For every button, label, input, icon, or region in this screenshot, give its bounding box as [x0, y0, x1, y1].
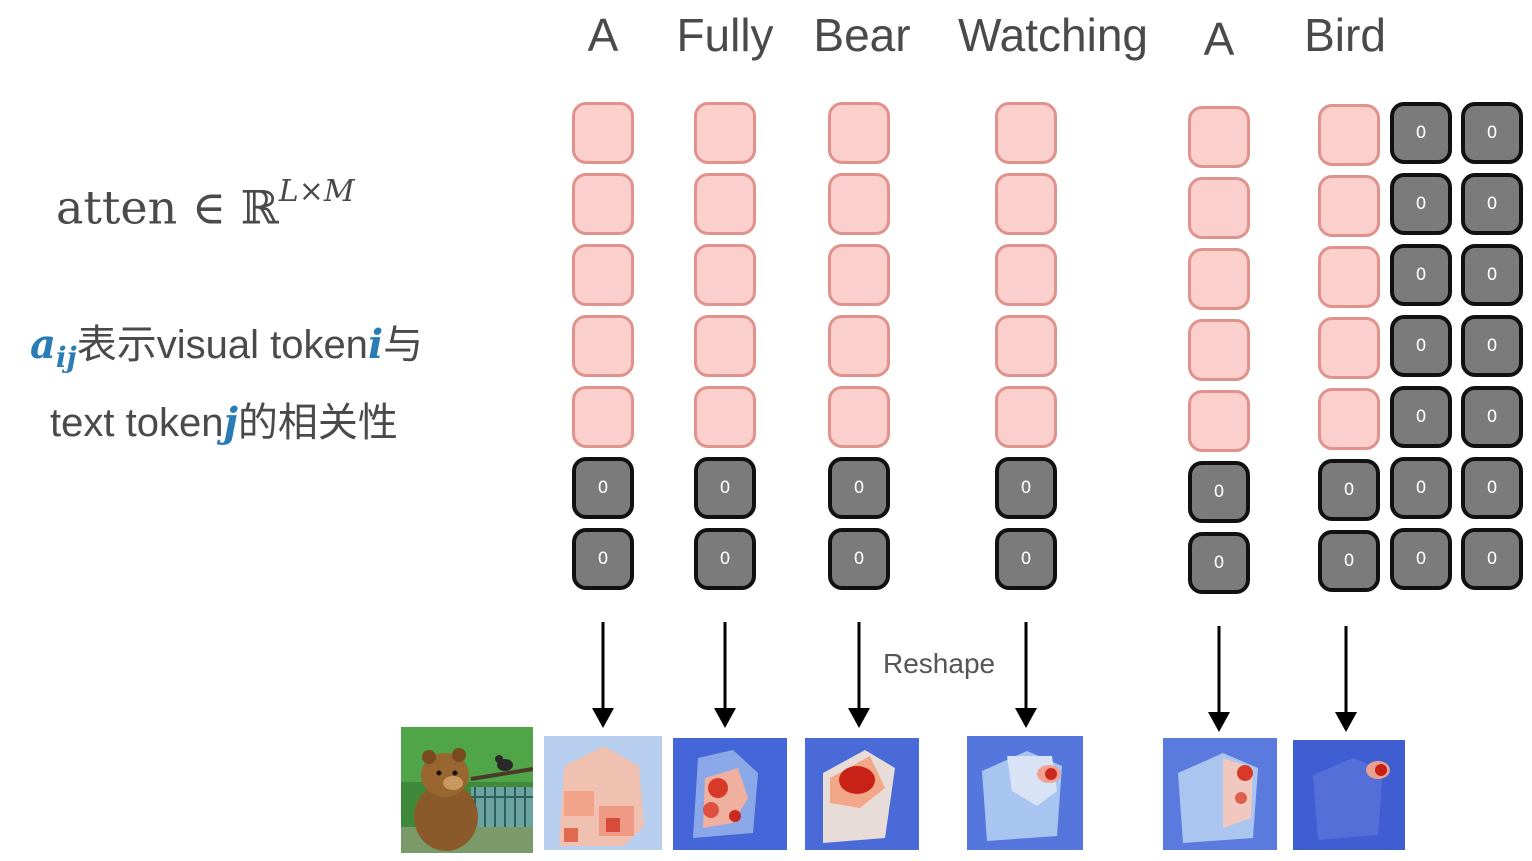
- token-cell-c2-r5: [694, 386, 756, 448]
- token-cell-c4-r3: [995, 244, 1057, 306]
- token-cell-c1-r3: [572, 244, 634, 306]
- bear-photo: [401, 727, 533, 853]
- token-cell-c3-r5: [828, 386, 890, 448]
- token-cell-c5-r1: [1188, 106, 1250, 168]
- description-line-1: aij表示visual tokeni与: [30, 312, 423, 374]
- token-cell-c5-r2: [1188, 177, 1250, 239]
- arrow-5: [1208, 626, 1230, 732]
- token-cell-c5-r5: [1188, 390, 1250, 452]
- token-cell-c1-r4: [572, 315, 634, 377]
- arrow-3: [848, 622, 870, 728]
- token-cell-c6-r5: [1318, 388, 1380, 450]
- padding-cell-p2-r4: 0: [1461, 315, 1523, 377]
- token-cell-c3-r1: [828, 102, 890, 164]
- var-i: i: [367, 321, 384, 368]
- arrow-4: [1015, 622, 1037, 728]
- padding-cell-p2-r6: 0: [1461, 457, 1523, 519]
- reshape-label: Reshape: [883, 648, 996, 679]
- token-cell-c4-r4: [995, 315, 1057, 377]
- attention-heatmap-3: [805, 738, 919, 850]
- attention-heatmap-4: [967, 736, 1083, 850]
- padding-cell-p1-r3: 0: [1390, 244, 1452, 306]
- token-cell-c2-r3: [694, 244, 756, 306]
- token-cell-c1-r1: [572, 102, 634, 164]
- token-cell-c3-r7: 0: [828, 528, 890, 590]
- token-cell-c6-r3: [1318, 246, 1380, 308]
- header-word-3: Bear: [813, 9, 911, 61]
- token-cell-c5-r6: 0: [1188, 461, 1250, 523]
- header-word-6: Bird: [1304, 9, 1386, 61]
- var-j: j: [223, 399, 238, 446]
- var-ij: ij: [55, 341, 77, 374]
- padding-cell-p2-r5: 0: [1461, 386, 1523, 448]
- padding-cell-p2-r3: 0: [1461, 244, 1523, 306]
- padding-cell-p1-r2: 0: [1390, 173, 1452, 235]
- token-cell-c1-r7: 0: [572, 528, 634, 590]
- description-end-2: 的相关性: [237, 401, 398, 445]
- arrow-6: [1335, 626, 1357, 732]
- token-cell-c2-r6: 0: [694, 457, 756, 519]
- token-cell-c2-r2: [694, 173, 756, 235]
- token-cell-c3-r4: [828, 315, 890, 377]
- padding-cell-p2-r7: 0: [1461, 528, 1523, 590]
- padding-cell-p1-r4: 0: [1390, 315, 1452, 377]
- token-cell-c1-r5: [572, 386, 634, 448]
- attention-heatmap-1: [544, 736, 662, 850]
- token-cell-c1-r6: 0: [572, 457, 634, 519]
- token-cell-c3-r6: 0: [828, 457, 890, 519]
- arrow-2: [714, 622, 736, 728]
- attention-heatmap-2: [673, 738, 787, 850]
- token-cell-c6-r4: [1318, 317, 1380, 379]
- var-a: a: [30, 321, 56, 368]
- attention-heatmap-5: [1163, 738, 1277, 850]
- token-cell-c4-r7: 0: [995, 528, 1057, 590]
- token-cell-c6-r2: [1318, 175, 1380, 237]
- header-word-4: Watching: [957, 9, 1149, 61]
- token-cell-c2-r7: 0: [694, 528, 756, 590]
- token-cell-c3-r2: [828, 173, 890, 235]
- description-text-2: text token: [50, 401, 224, 445]
- formula-base: atten ∈ ℝ: [56, 180, 279, 235]
- token-cell-c1-r2: [572, 173, 634, 235]
- padding-cell-p1-r7: 0: [1390, 528, 1452, 590]
- padding-cell-p2-r2: 0: [1461, 173, 1523, 235]
- description-end-1: 与: [383, 323, 424, 367]
- token-cell-c6-r6: 0: [1318, 459, 1380, 521]
- token-cell-c4-r1: [995, 102, 1057, 164]
- description-line-2: text tokenj的相关性: [50, 390, 398, 448]
- padding-cell-p1-r5: 0: [1390, 386, 1452, 448]
- attention-heatmap-6: [1293, 740, 1405, 850]
- token-cell-c5-r4: [1188, 319, 1250, 381]
- header-word-2: Fully: [676, 9, 774, 61]
- formula: atten ∈ ℝL×M: [56, 174, 355, 235]
- token-cell-c6-r1: [1318, 104, 1380, 166]
- arrow-1: [592, 622, 614, 728]
- token-cell-c6-r7: 0: [1318, 530, 1380, 592]
- padding-cell-p2-r1: 0: [1461, 102, 1523, 164]
- token-cell-c5-r3: [1188, 248, 1250, 310]
- padding-cell-p1-r6: 0: [1390, 457, 1452, 519]
- token-cell-c3-r3: [828, 244, 890, 306]
- description-text-1: 表示visual token: [76, 323, 368, 367]
- header-word-5: A: [1203, 13, 1235, 65]
- formula-superscript: L×M: [278, 174, 355, 209]
- token-cell-c4-r5: [995, 386, 1057, 448]
- header-word-1: A: [587, 9, 619, 61]
- padding-cell-p1-r1: 0: [1390, 102, 1452, 164]
- token-cell-c4-r2: [995, 173, 1057, 235]
- token-cell-c4-r6: 0: [995, 457, 1057, 519]
- token-cell-c2-r1: [694, 102, 756, 164]
- token-cell-c2-r4: [694, 315, 756, 377]
- token-cell-c5-r7: 0: [1188, 532, 1250, 594]
